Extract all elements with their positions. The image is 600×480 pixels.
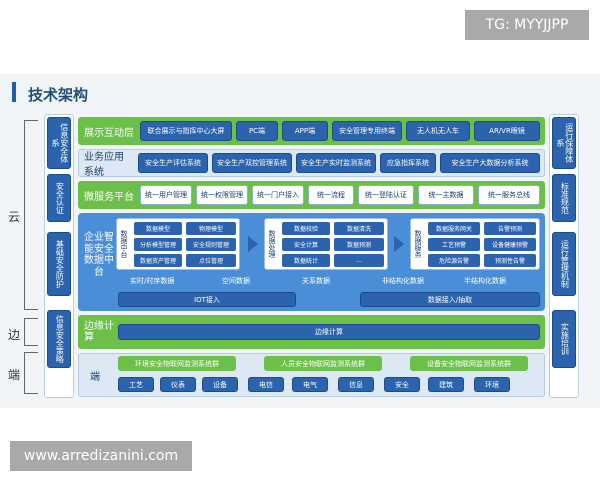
edge-layer-label: 边缘计算 [84, 321, 114, 343]
group2-item-security-calc: 安全计算 [282, 238, 330, 251]
platform-item-workflow: 统一流程 [308, 185, 354, 205]
display-item-app: APP端 [282, 121, 328, 141]
sublabel-semistructured: 半结构化数据 [464, 277, 506, 285]
edge-bracket [24, 318, 38, 346]
diagram-title: 技术架构 [28, 86, 89, 104]
iot-access-bar: IOT接入 [118, 292, 296, 307]
group1-title: 数据中台 [120, 230, 128, 258]
display-item-arvr: AR/VR眼镜 [474, 121, 540, 141]
terminal-item-instrument: 仪表 [160, 377, 196, 392]
group2-title: 数据处理 [268, 230, 276, 258]
business-item-monitoring: 安全生产实时监测系统 [296, 153, 376, 173]
platform-item-login: 统一登陆认证 [358, 185, 414, 205]
terminal-item-telecom: 电信 [248, 377, 284, 392]
group1-item-data-assets: 数据资产管理 [134, 254, 182, 267]
group1-item-security-rules: 安全规则管理 [186, 238, 236, 251]
display-item-terminal: 安全管理专用终端 [332, 121, 402, 141]
platform-item-servicebus: 统一服务总线 [478, 185, 540, 205]
terminal-env-monitor: 环境安全物联网监测系统群 [118, 356, 236, 371]
left-box-security-auth: 安全认证 [47, 174, 71, 222]
group3-item-process-warning: 工艺预警 [428, 238, 480, 251]
watermark-bottom: www.arredizanini.com [10, 441, 192, 471]
right-box-operation-mechanism: 运行管理机制 [552, 232, 576, 296]
platform-layer-label: 微服务平台 [84, 191, 134, 203]
terminal-item-environment: 环境 [474, 377, 510, 392]
display-item-drone: 无人机无人车 [406, 121, 470, 141]
platform-item-portal: 统一门户接入 [252, 185, 304, 205]
side-label-end: 端 [8, 368, 21, 382]
business-layer-label: 业务应用系统 [84, 152, 124, 178]
data-ingestion-bar: 数据接入/抽取 [360, 292, 540, 307]
group2-item-statistics: 数据统计 [282, 254, 330, 267]
group2-item-prediction: 数据预测 [334, 238, 384, 251]
side-label-cloud: 云 [8, 210, 21, 224]
group2-item-validation: 数据校验 [282, 222, 330, 235]
arrow-right-icon [248, 236, 258, 252]
business-item-emergency: 应急指挥系统 [380, 153, 436, 173]
terminal-item-building: 建筑 [428, 377, 464, 392]
platform-item-user: 统一用户管理 [140, 185, 192, 205]
group3-item-hazard-alarm: 危险源告警 [428, 254, 480, 267]
business-item-dual-control: 安全生产双控管理系统 [212, 153, 292, 173]
right-box-training: 实施培训 [552, 310, 576, 368]
arrow-right-icon [394, 236, 404, 252]
title-accent-bar [12, 82, 16, 102]
terminal-item-equipment: 设备 [202, 377, 238, 392]
group3-title: 数据服务 [414, 230, 422, 258]
group3-item-gateway: 数据服务网关 [428, 222, 480, 235]
terminal-item-safety: 安全 [384, 377, 420, 392]
display-item-big-screen: 联合展示与指挥中心大屏 [140, 121, 232, 141]
left-box-security-policy: 信息安全策略 [47, 310, 71, 368]
group3-item-predictive-alarm: 预测性告警 [484, 254, 536, 267]
end-bracket [24, 352, 38, 394]
left-box-info-security-system: 信息安全体系 [47, 117, 71, 169]
sublabel-realtime: 实时/时序数据 [130, 277, 175, 285]
group1-item-physical-model: 物理模型 [186, 222, 236, 235]
middle-platform-label: 企业智能安全数据中台 [84, 232, 114, 278]
terminal-personnel-monitor: 人员安全物联网监测系统群 [264, 356, 382, 371]
group2-item-cleaning: 数据清洗 [334, 222, 384, 235]
platform-item-permission: 统一权限管理 [196, 185, 248, 205]
group1-item-point-mgmt: 点位管理 [186, 254, 236, 267]
display-layer-label: 展示互动层 [84, 127, 134, 139]
sublabel-unstructured: 非结构化数据 [382, 277, 424, 285]
terminal-equipment-monitor: 设备安全物联网监测系统群 [410, 356, 528, 371]
sublabel-relational: 关系数据 [302, 277, 330, 285]
terminal-item-process: 工艺 [118, 377, 154, 392]
terminal-item-information: 信息 [338, 377, 374, 392]
group3-item-alarm-prediction: 告警预测 [484, 222, 536, 235]
side-label-edge: 边 [8, 328, 21, 342]
terminal-item-electrical: 电气 [292, 377, 328, 392]
left-box-basic-protection: 基础安全防护 [47, 232, 71, 296]
terminal-layer-label: 端 [90, 371, 100, 383]
edge-compute-bar: 边缘计算 [118, 324, 540, 340]
display-item-pc: PC端 [236, 121, 278, 141]
platform-item-masterdata: 统一主数据 [418, 185, 474, 205]
business-item-bigdata: 安全生产大数据分析系统 [440, 153, 540, 173]
group1-item-data-model: 数据模型 [134, 222, 182, 235]
right-box-standards: 标准规范 [552, 174, 576, 222]
watermark-top: TG: MYYJJPP [465, 10, 589, 40]
right-box-operation-system: 运行保障体系 [552, 117, 576, 169]
group1-item-analysis-model: 分析模型管理 [134, 238, 182, 251]
cloud-bracket [24, 120, 38, 310]
group2-item-more: ... [334, 254, 384, 267]
group3-item-equipment-health: 设备健康预警 [484, 238, 536, 251]
business-item-assessment: 安全生产评估系统 [138, 153, 208, 173]
sublabel-spatial: 空间数据 [222, 277, 250, 285]
